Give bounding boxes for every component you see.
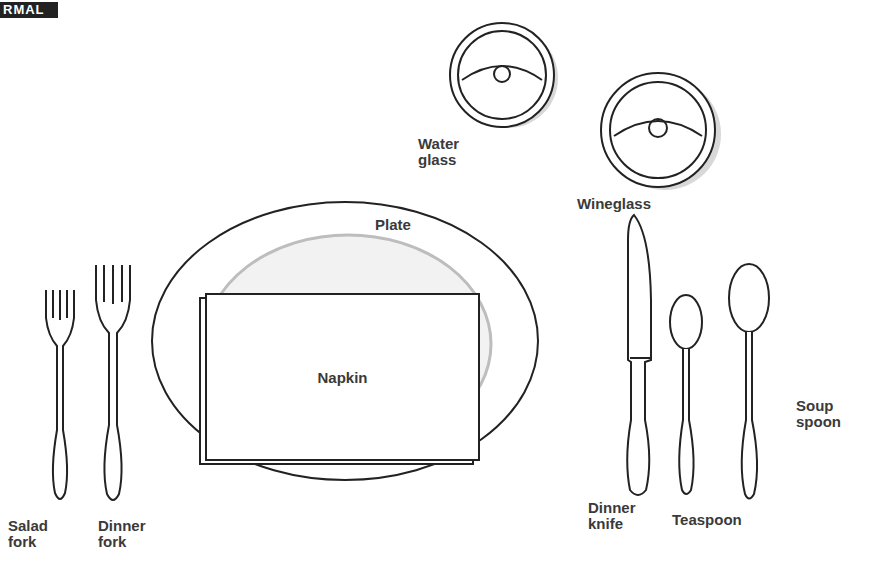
teaspoon [670,295,702,349]
part-label: Dinner fork [98,518,160,550]
plate-label: Plate [150,216,556,233]
water-glass [450,23,554,127]
napkin: Napkin [205,293,480,461]
plate: PlateNapkin [150,200,556,482]
corner-tag: RMAL [0,2,58,18]
salad-fork [46,290,74,499]
part-label: Teaspoon [672,512,772,528]
part-label: Wineglass [577,196,677,212]
napkin-label: Napkin [317,369,367,386]
part-label: Salad fork [8,518,60,550]
dinner-fork [96,265,130,500]
part-label: Dinner knife [588,500,650,532]
soup-spoon [729,264,769,332]
part-label: Water glass [418,136,480,168]
wineglass [601,73,715,187]
part-label: Soup spoon [796,398,858,430]
dinner-knife [627,215,651,495]
